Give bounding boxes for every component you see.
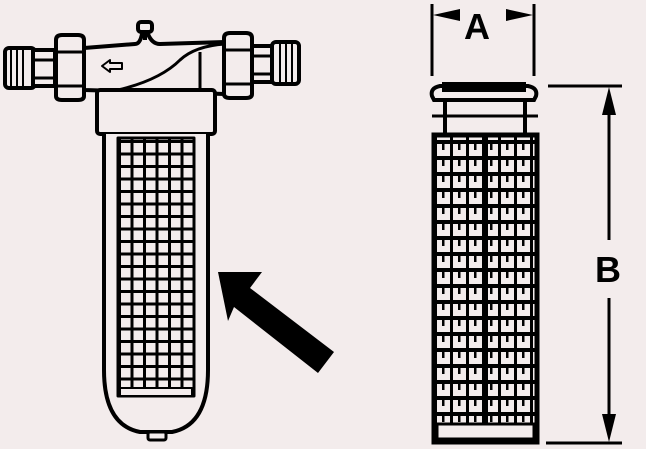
flow-direction-arrow	[101, 59, 123, 73]
drain-plug	[146, 430, 168, 442]
filter-head	[95, 88, 217, 136]
threaded-inlet	[3, 46, 57, 90]
replacement-cartridge	[429, 82, 540, 445]
top-vent-cap	[136, 20, 154, 40]
dimension-label-a: A	[464, 6, 490, 47]
hex-nut-left	[54, 33, 86, 102]
dimension-a	[430, 4, 536, 76]
dimension-label-b: B	[595, 249, 621, 290]
filter-assembly	[3, 20, 301, 442]
valve-body	[82, 32, 227, 96]
hex-nut-right	[222, 31, 254, 100]
mesh-cartridge	[116, 136, 196, 398]
pointer-arrow-icon	[218, 272, 334, 373]
threaded-outlet	[250, 40, 301, 86]
dimension-b	[546, 84, 622, 445]
